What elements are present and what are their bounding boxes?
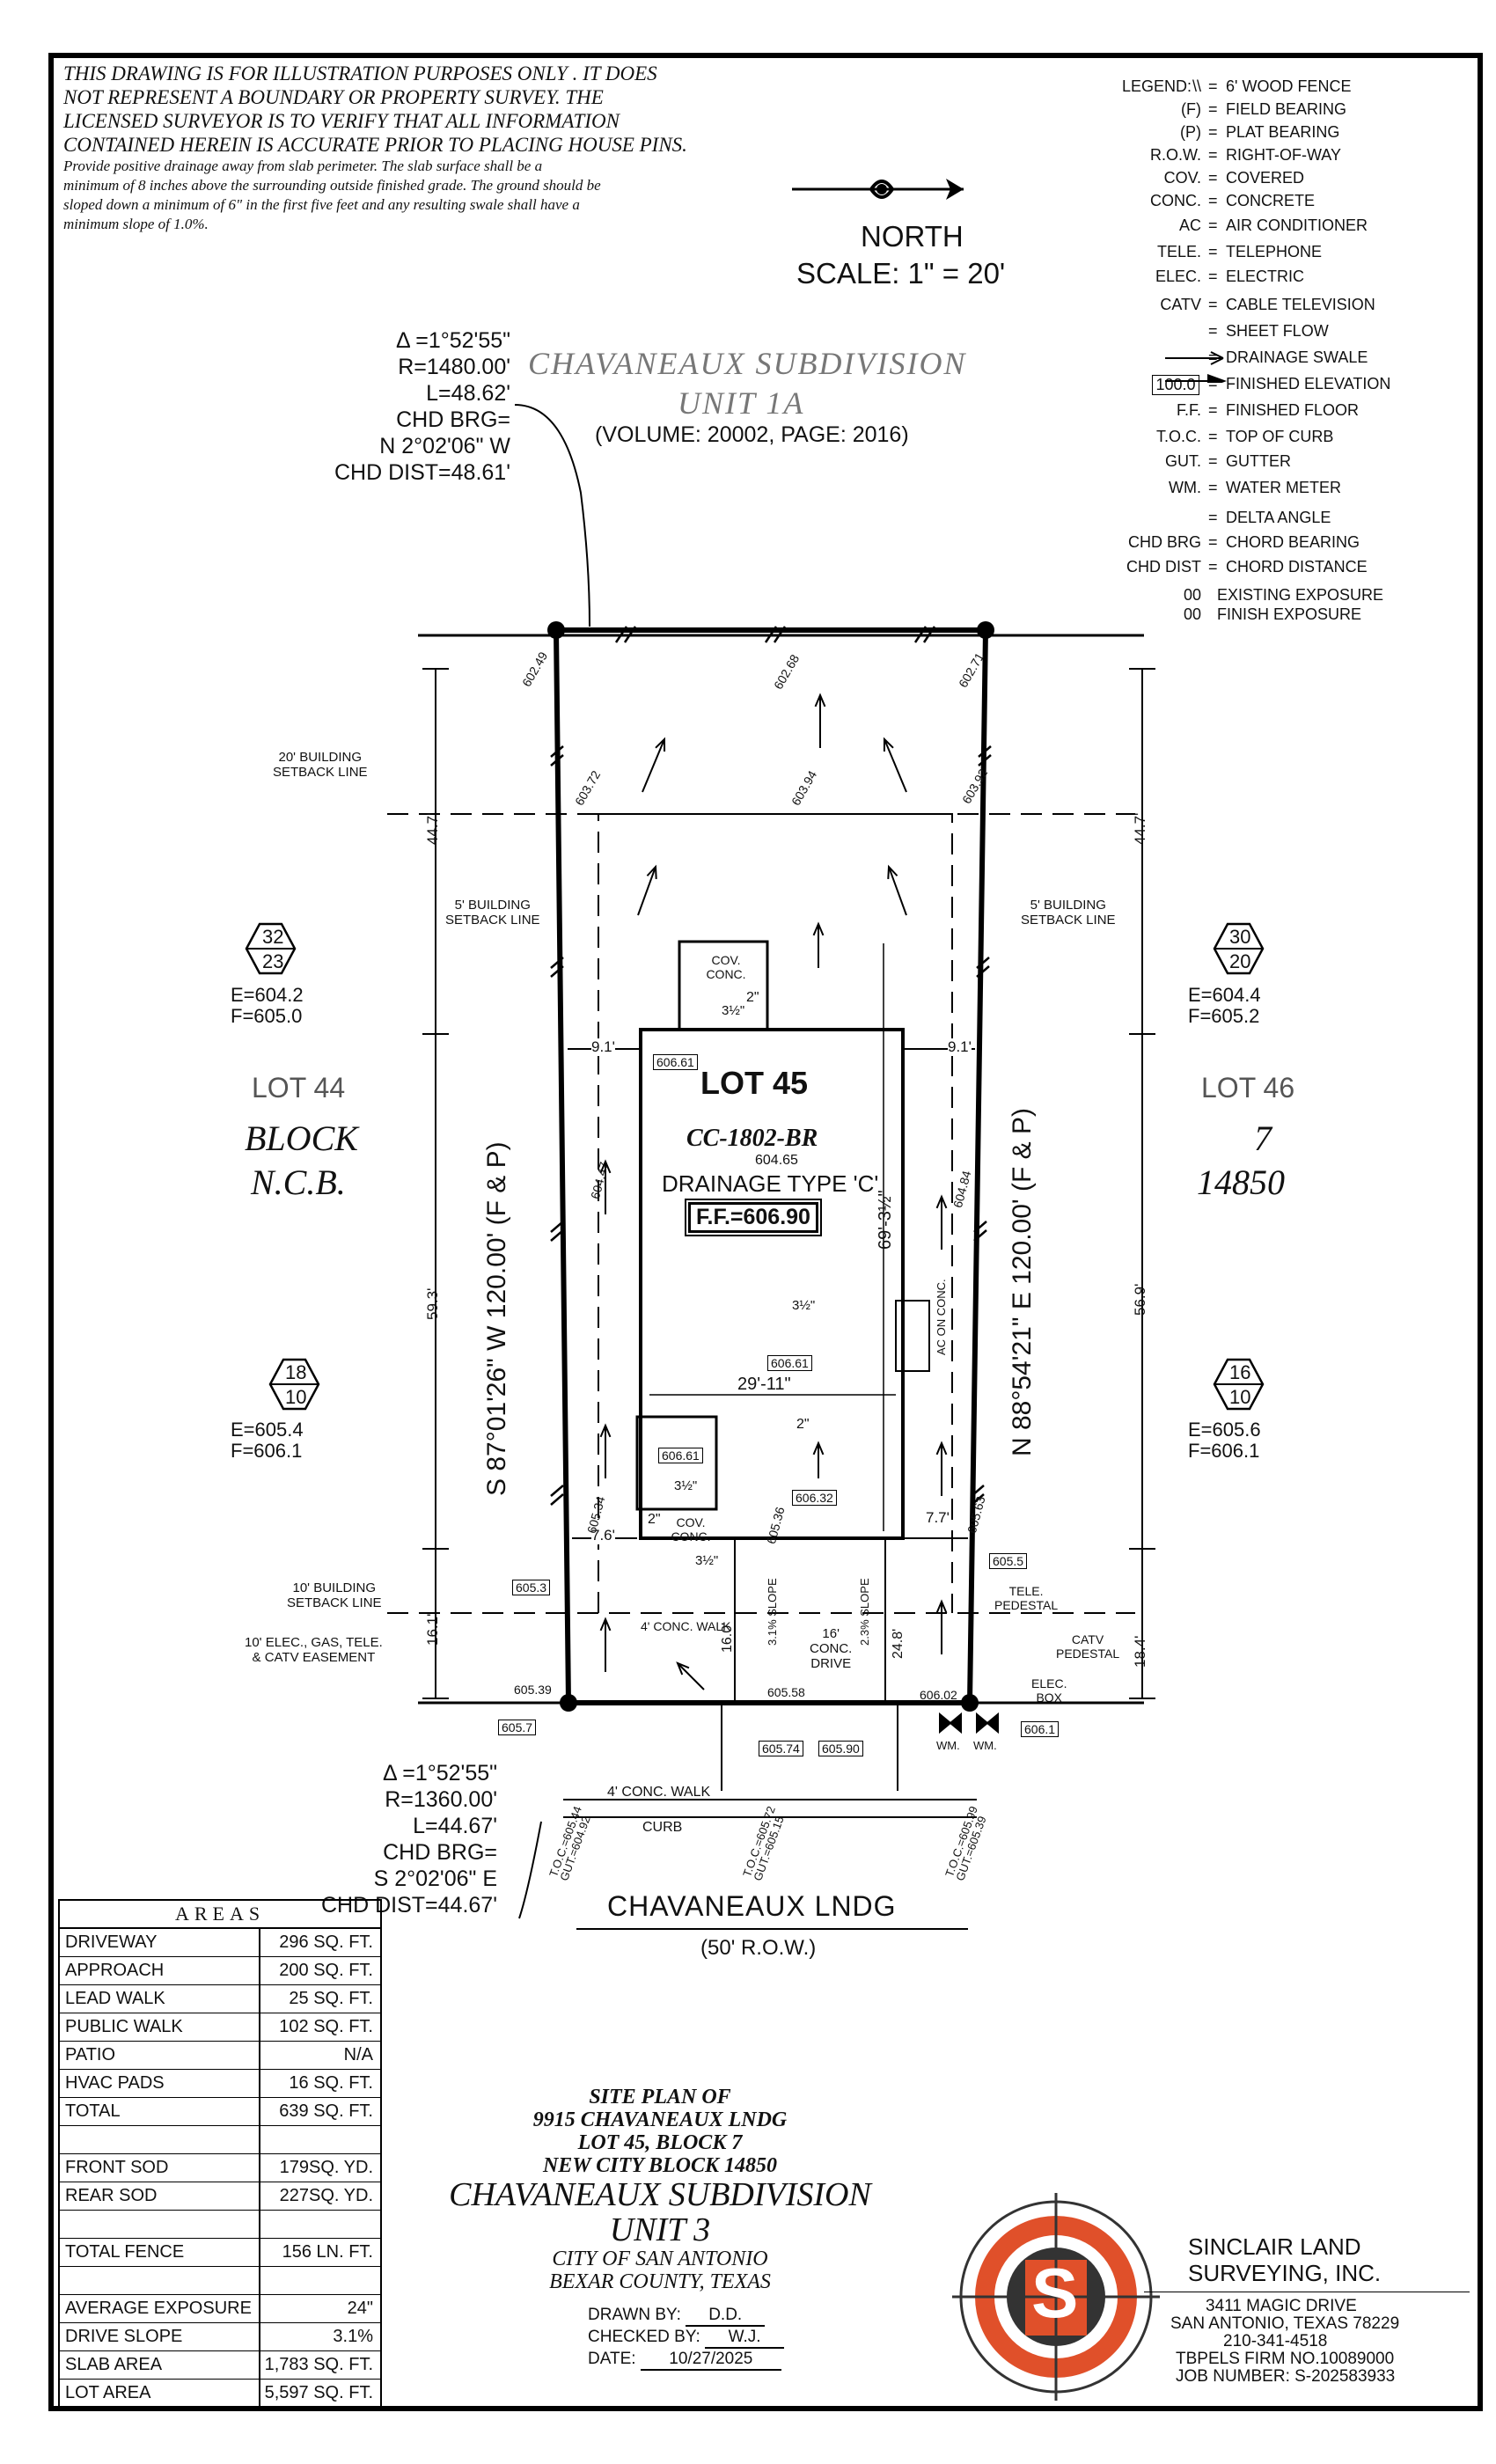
lot-name: LOT 45: [700, 1065, 809, 1101]
bottom-curve-data: Δ =1°52'55" R=1360.00' L=44.67' CHD BRG=…: [321, 1761, 497, 1918]
legend-row: CHD BRG=CHORD BEARING: [1127, 533, 1360, 551]
sheet-flow-icon: [1165, 351, 1227, 383]
disclaimer: THIS DRAWING IS FOR ILLUSTRATION PURPOSE…: [63, 62, 687, 232]
legend-row: (P)=PLAT BEARING: [1180, 123, 1340, 141]
company-block: SINCLAIR LAND SURVEYING, INC. 3411 MAGIC…: [1144, 2233, 1470, 2386]
subdivision-top-name: CHAVANEAUX SUBDIVISION: [528, 346, 967, 381]
sheet-flow-arrowhead: [812, 1441, 825, 1456]
finished-floor: F.F.=606.90: [688, 1202, 818, 1233]
sheet-flow-arrowhead: [883, 737, 894, 752]
sheet-flow-arrowhead: [676, 1661, 690, 1676]
sheet-flow-arrow: [888, 866, 907, 916]
sheet-flow-arrowhead: [646, 864, 657, 880]
legend-row: =SHEET FLOW: [1208, 322, 1329, 340]
sheet-flow-arrowhead: [935, 1599, 948, 1614]
scale-label: SCALE: 1" = 20': [796, 257, 1006, 290]
sheet-flow-arrow: [677, 1662, 705, 1690]
bearing-right: N 88°54'21" E 120.00' (F & P): [1008, 1108, 1037, 1456]
legend-row: CONC.=CONCRETE: [1150, 192, 1316, 209]
legend-row: (F)=FIELD BEARING: [1181, 100, 1347, 118]
street-name: CHAVANEAUX LNDG: [607, 1890, 897, 1922]
north-arrow-icon: [792, 179, 964, 200]
subdivision-top-volume: (VOLUME: 20002, PAGE: 2016): [595, 422, 909, 447]
legend-row: GUT.=GUTTER: [1164, 452, 1291, 470]
sheet-flow-arrow: [637, 866, 656, 916]
sheet-flow-arrow: [642, 738, 665, 793]
legend-row: CHD DIST=CHORD DISTANCE: [1126, 558, 1368, 576]
legend-row: TELE.=TELEPHONE: [1156, 243, 1323, 260]
legend-row: WM.=WATER METER: [1169, 479, 1341, 496]
sheet-flow-arrowhead: [599, 1423, 612, 1438]
sheet-flow-arrowhead: [599, 1617, 612, 1632]
legend-title: LEGEND:: [1122, 77, 1192, 95]
drawing-frame: [48, 53, 1483, 2411]
bearing-left: S 87°01'26" W 120.00' (F & P): [482, 1141, 511, 1496]
legend-row: \\=6' WOOD FENCE: [1192, 77, 1352, 95]
top-curve-data: Δ =1°52'55" R=1480.00' L=48.62' CHD BRG=…: [334, 328, 510, 485]
legend-row: F.F.=FINISHED FLOOR: [1176, 401, 1360, 419]
subdivision-top-unit: UNIT 1A: [678, 385, 805, 421]
sheet-flow-arrowhead: [599, 1159, 612, 1174]
legend-row: CATV=CABLE TELEVISION: [1160, 296, 1375, 313]
sheet-flow-arrowhead: [655, 737, 666, 752]
lot-plan: CC-1802-BR: [686, 1125, 818, 1152]
legend-row: COV.=COVERED: [1163, 169, 1305, 187]
title-block: SITE PLAN OF 9915 CHAVANEAUX LNDG LOT 45…: [449, 2086, 871, 2293]
sheet-flow-arrowhead: [887, 864, 898, 880]
areas-row: [60, 2126, 380, 2154]
sheet-flow-arrowhead: [935, 1441, 948, 1456]
areas-row: [60, 2267, 380, 2295]
sheet-flow-arrowhead: [814, 693, 826, 708]
drainage-type: DRAINAGE TYPE 'C': [662, 1170, 879, 1197]
legend-row: AC=AIR CONDITIONER: [1178, 216, 1368, 234]
street-row: (50' R.O.W.): [700, 1936, 817, 1960]
legend-row: R.O.W.=RIGHT-OF-WAY: [1150, 146, 1341, 164]
logo-letter: S: [1031, 2254, 1079, 2332]
legend-row: ELEC.=ELECTRIC: [1155, 268, 1305, 285]
north-label: NORTH: [861, 220, 964, 253]
sheet-flow-arrowhead: [812, 921, 825, 936]
sheet-flow-arrow: [884, 738, 907, 793]
sheet-flow-arrowhead: [935, 1194, 948, 1209]
areas-row: [60, 2211, 380, 2239]
legend-row: =DELTA ANGLE: [1208, 509, 1331, 526]
legend-row: T.O.C.=TOP OF CURB: [1155, 428, 1334, 445]
